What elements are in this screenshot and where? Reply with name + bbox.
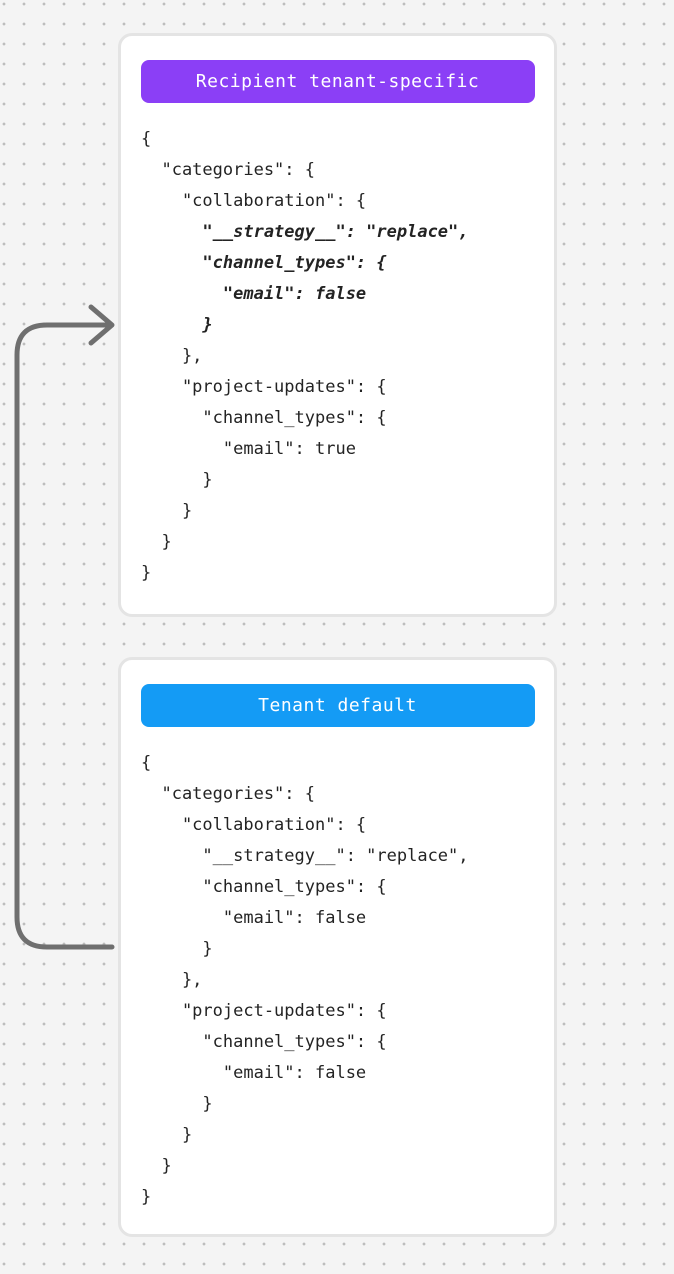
code-line: } [141, 1187, 152, 1207]
code-line: "project-updates": { [141, 377, 387, 397]
code-line: } [141, 939, 213, 959]
code-line: "collaboration": { [141, 191, 367, 211]
arrow-head-icon [88, 304, 115, 346]
code-line: "channel_types": { [141, 1032, 387, 1052]
code-line: "__strategy__": "replace", [141, 222, 469, 242]
code-line: } [141, 532, 172, 552]
code-line: "collaboration": { [141, 815, 367, 835]
code-line: }, [141, 346, 203, 366]
tenant-default-badge: Tenant default [140, 684, 535, 727]
recipient-json-code: { "categories": { "collaboration": { "__… [121, 103, 554, 589]
code-line: "email": false [141, 908, 367, 928]
card-recipient-tenant-specific: Recipient tenant-specific { "categories"… [118, 33, 557, 617]
code-line: "categories": { [141, 160, 315, 180]
code-line: "email": true [141, 439, 356, 459]
arrow-line [14, 322, 115, 950]
code-line: "categories": { [141, 784, 315, 804]
code-line: } [141, 563, 152, 583]
code-line: "__strategy__": "replace", [141, 846, 469, 866]
code-line: } [141, 315, 213, 335]
code-line: "channel_types": { [141, 408, 387, 428]
card-tenant-default: Tenant default { "categories": { "collab… [118, 657, 557, 1237]
code-line: } [141, 1156, 172, 1176]
tenant-default-json-code: { "categories": { "collaboration": { "__… [121, 727, 554, 1213]
code-line: } [141, 501, 193, 521]
code-line: } [141, 1125, 193, 1145]
code-line: "channel_types": { [141, 877, 387, 897]
code-line: "email": false [141, 1063, 367, 1083]
code-line: }, [141, 970, 203, 990]
code-line: { [141, 753, 152, 773]
code-line: "email": false [141, 284, 367, 304]
code-line: "channel_types": { [141, 253, 387, 273]
code-line: } [141, 470, 213, 490]
code-line: { [141, 129, 152, 149]
code-line: "project-updates": { [141, 1001, 387, 1021]
recipient-tenant-specific-badge: Recipient tenant-specific [140, 60, 535, 103]
code-line: } [141, 1094, 213, 1114]
